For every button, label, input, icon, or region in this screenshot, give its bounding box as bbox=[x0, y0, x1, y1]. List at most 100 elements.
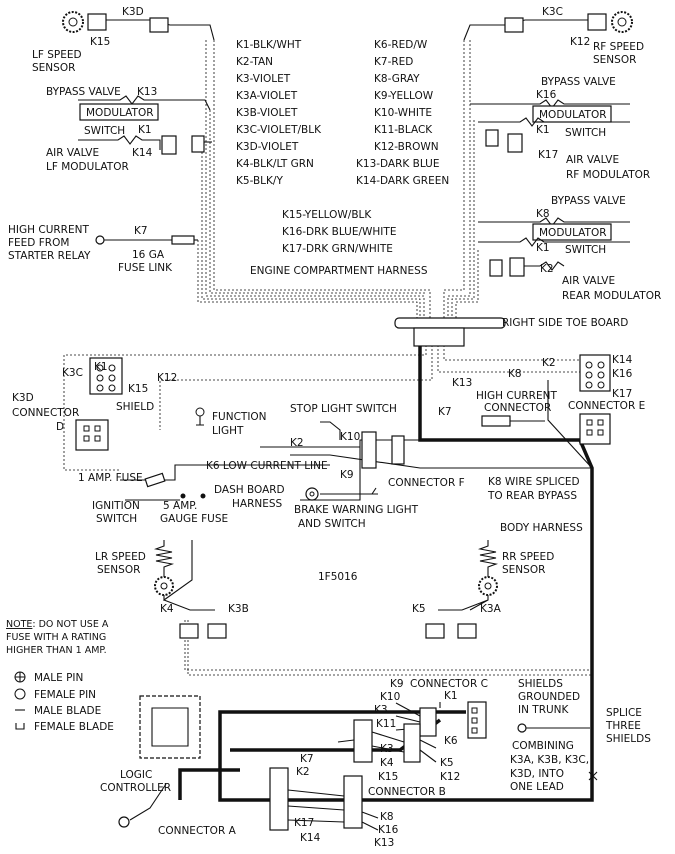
conn-c-k10: K10 bbox=[380, 691, 400, 703]
legend-male-blade: MALE BLADE bbox=[34, 705, 101, 717]
gauge-fuse1: 5 AMP. bbox=[163, 500, 197, 512]
note-line2: FUSE WITH A RATING bbox=[6, 632, 106, 643]
conn-a-k14: K14 bbox=[300, 832, 321, 844]
female-blade-icon bbox=[15, 723, 25, 730]
k6-low-current-line: K6 LOW CURRENT LINE bbox=[206, 460, 328, 472]
connector-e: K2 K14 K16 K8 K13 K17 CONNECTOR E bbox=[452, 354, 645, 445]
conn-b-k5: K5 bbox=[440, 757, 454, 769]
high-current-connector2: CONNECTOR bbox=[484, 402, 551, 414]
legend-female-pin: FEMALE PIN bbox=[34, 689, 96, 701]
note-line1: : DO NOT USE A bbox=[32, 619, 108, 630]
rear-modulator-title: REAR MODULATOR bbox=[562, 290, 661, 302]
conn-d-k1: K1 bbox=[94, 361, 108, 373]
conn-d-k3c: K3C bbox=[62, 367, 83, 379]
conn-a-k16: K16 bbox=[378, 824, 399, 836]
middle-k10: K10 bbox=[340, 431, 360, 443]
logic-controller2: CONTROLLER bbox=[100, 782, 171, 794]
feed-line1: HIGH CURRENT bbox=[8, 224, 89, 236]
rf-switch-label: SWITCH bbox=[565, 127, 606, 139]
dash-board-section: FUNCTION LIGHT STOP LIGHT SWITCH K2 K10 … bbox=[78, 390, 580, 530]
note-prefix: NOTE bbox=[6, 619, 32, 630]
splice1: SPLICE bbox=[606, 707, 642, 719]
svg-text:NOTE: DO NOT USE A: NOTE: DO NOT USE A bbox=[6, 619, 109, 630]
rear-modulator-label: MODULATOR bbox=[539, 227, 607, 239]
conn-e-k16: K16 bbox=[612, 368, 633, 380]
dash-board-label1: DASH BOARD bbox=[214, 484, 285, 496]
lf-switch-label: SWITCH bbox=[84, 125, 125, 137]
conn-b-k7: K7 bbox=[300, 753, 314, 765]
lr-sensor-line2: SENSOR bbox=[97, 564, 140, 576]
conn-e-k14: K14 bbox=[612, 354, 633, 366]
wire-color-left: K3D-VIOLET bbox=[236, 141, 299, 153]
middle-k9: K9 bbox=[340, 469, 354, 481]
wire-color-list-right: K6-RED/W K7-RED K8-GRAY K9-YELLOW K10-WH… bbox=[356, 39, 449, 187]
lf-modulator: BYPASS VALVE K13 MODULATOR SWITCH K1 AIR… bbox=[46, 86, 212, 173]
conn-d-k15: K15 bbox=[128, 383, 148, 395]
lf-sensor-ref: K3D bbox=[122, 6, 144, 18]
shields1: SHIELDS bbox=[518, 678, 563, 690]
rf-modulator-title: RF MODULATOR bbox=[566, 169, 650, 181]
one-amp-fuse: 1 AMP. FUSE bbox=[78, 472, 143, 484]
logic-controller: LOGIC CONTROLLER bbox=[100, 695, 201, 828]
engine-compartment-harness-wires bbox=[197, 40, 479, 320]
lr-pin-k4: K4 bbox=[160, 603, 174, 615]
rf-sensor-line1: RF SPEED bbox=[593, 41, 644, 53]
lf-air-valve-label: AIR VALVE bbox=[46, 147, 99, 159]
rear-k8-label: K8 bbox=[536, 208, 550, 220]
shields2: GROUNDED bbox=[518, 691, 580, 703]
wire-color-left: K1-BLK/WHT bbox=[236, 39, 302, 51]
wire-color-bottom: K15-YELLOW/BLK bbox=[282, 209, 372, 221]
conn-e-k8: K8 bbox=[508, 368, 522, 380]
conn-b-k4: K4 bbox=[380, 757, 394, 769]
conn-e-k2: K2 bbox=[542, 357, 556, 369]
legend-female-blade: FEMALE BLADE bbox=[34, 721, 114, 733]
conn-d-shield: SHIELD bbox=[116, 401, 154, 413]
lf-k13-label: K13 bbox=[137, 86, 157, 98]
combining4: ONE LEAD bbox=[510, 781, 564, 793]
connector-f: CONNECTOR F bbox=[388, 477, 465, 489]
rf-bypass-label: BYPASS VALVE bbox=[541, 76, 616, 88]
splice3: SHIELDS bbox=[606, 733, 651, 745]
conn-c-k3: K3 bbox=[374, 704, 388, 716]
lr-speed-sensor: LR SPEED SENSOR K4 K3B bbox=[95, 540, 249, 639]
rf-k17-label: K17 bbox=[538, 149, 558, 161]
conn-b-k2: K2 bbox=[296, 766, 310, 778]
high-current-connector1: HIGH CURRENT bbox=[476, 390, 557, 402]
feed-fuse1: 16 GA bbox=[132, 249, 165, 261]
feed-fuse2: FUSE LINK bbox=[118, 262, 173, 274]
conn-a-k13: K13 bbox=[374, 837, 394, 849]
conn-c-k6: K6 bbox=[444, 735, 458, 747]
conn-c-label: CONNECTOR C bbox=[410, 678, 488, 690]
note-line3: HIGHER THAN 1 AMP. bbox=[6, 645, 107, 656]
toe-board-grommet: RIGHT SIDE TOE BOARD bbox=[394, 317, 628, 347]
wire-color-right: K7-RED bbox=[374, 56, 413, 68]
wire-color-left: K3A-VIOLET bbox=[236, 90, 298, 102]
shields3: IN TRUNK bbox=[518, 704, 570, 716]
engine-compartment-harness-label: ENGINE COMPARTMENT HARNESS bbox=[250, 265, 428, 277]
wire-color-left: K3C-VIOLET/BLK bbox=[236, 124, 322, 136]
feed-k7: K7 bbox=[134, 225, 148, 237]
conn-c-k1: K1 bbox=[444, 690, 458, 702]
ignition-switch2: SWITCH bbox=[96, 513, 137, 525]
rear-bypass-label: BYPASS VALVE bbox=[551, 195, 626, 207]
conn-e-k13: K13 bbox=[452, 377, 472, 389]
conn-a-k17: K17 bbox=[294, 817, 314, 829]
connector-b: K7 K2 K3 K4 K5 K15 K12 CONNECTOR B bbox=[296, 719, 460, 798]
rr-sensor-line1: RR SPEED bbox=[502, 551, 554, 563]
combining3: K3D, INTO bbox=[510, 768, 564, 780]
rear-k1-label: K1 bbox=[536, 242, 550, 254]
wire-color-bottom: K16-DRK BLUE/WHITE bbox=[282, 226, 396, 238]
wire-color-right: K13-DARK BLUE bbox=[356, 158, 440, 170]
ignition-switch1: IGNITION bbox=[92, 500, 140, 512]
lf-sensor-line1: LF SPEED bbox=[32, 49, 82, 61]
rf-sensor-pin: K12 bbox=[570, 36, 590, 48]
rf-sensor-line2: SENSOR bbox=[593, 54, 636, 66]
wire-color-list-left: K1-BLK/WHT K2-TAN K3-VIOLET K3A-VIOLET K… bbox=[236, 39, 322, 187]
lr-sensor-line1: LR SPEED bbox=[95, 551, 146, 563]
gauge-fuse2: GAUGE FUSE bbox=[160, 513, 228, 525]
lf-k1-label: K1 bbox=[138, 124, 152, 136]
connector-d: K3C K1 K15 K12 K3D SHIELD CONNECTOR D bbox=[12, 357, 177, 451]
feed-line2: FEED FROM bbox=[8, 237, 69, 249]
rear-air-valve-label: AIR VALVE bbox=[562, 275, 615, 287]
